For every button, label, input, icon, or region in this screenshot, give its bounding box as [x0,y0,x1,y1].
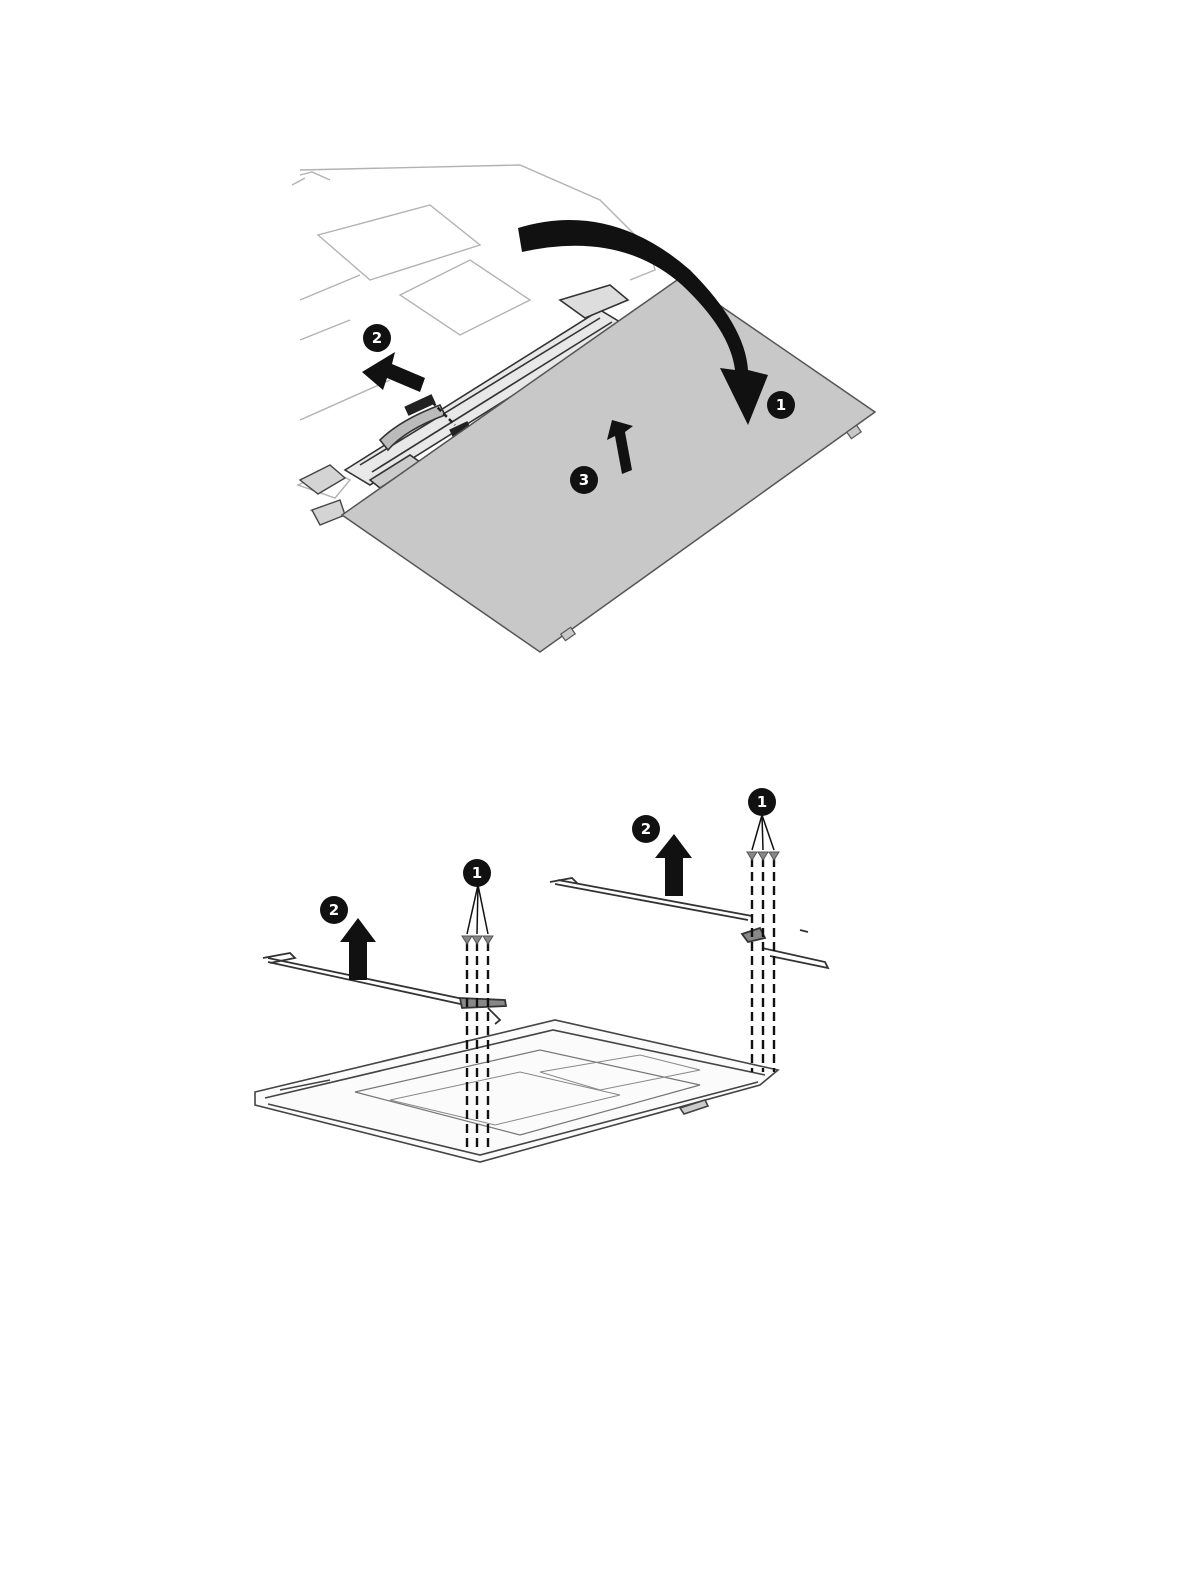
hinge-left [263,953,506,1024]
callout-2-right-label: 2 [641,820,651,838]
callout-3: 3 [570,466,598,494]
left-lift-arrow [340,918,376,980]
screw-icon [769,852,779,860]
hinge-right [550,878,828,968]
left-screws [462,936,493,944]
callout-2-left-label: 2 [329,901,339,919]
callout-2-left: 2 [320,896,348,924]
callout-2-label: 2 [372,329,382,347]
callout-1: 1 [767,391,795,419]
callout-1-right: 1 [748,788,776,816]
callout-1-left: 1 [463,859,491,887]
bottom-figure-hinge-removal: 1 2 1 2 [0,700,1189,1260]
callout-1-label: 1 [776,396,786,414]
callout-2-right: 2 [632,815,660,843]
step-2-arrow [362,352,425,392]
screw-icon [472,936,482,944]
right-screws [747,852,779,860]
screw-icon [483,936,493,944]
right-screw-leaders [752,815,774,850]
callout-2: 2 [363,324,391,352]
top-figure-display-panel-removal: 1 2 3 [0,0,1189,700]
display-panel [342,278,875,652]
callout-3-label: 3 [579,471,589,489]
screw-icon [758,852,768,860]
screw-icon [462,936,472,944]
left-screw-leaders [467,885,488,934]
screw-icon [747,852,757,860]
callout-1-left-label: 1 [472,864,482,882]
right-lift-arrow [655,834,692,896]
display-back-cover-bottom [255,1020,778,1162]
callout-1-right-label: 1 [757,793,767,811]
right-screw-guides [752,858,774,1072]
